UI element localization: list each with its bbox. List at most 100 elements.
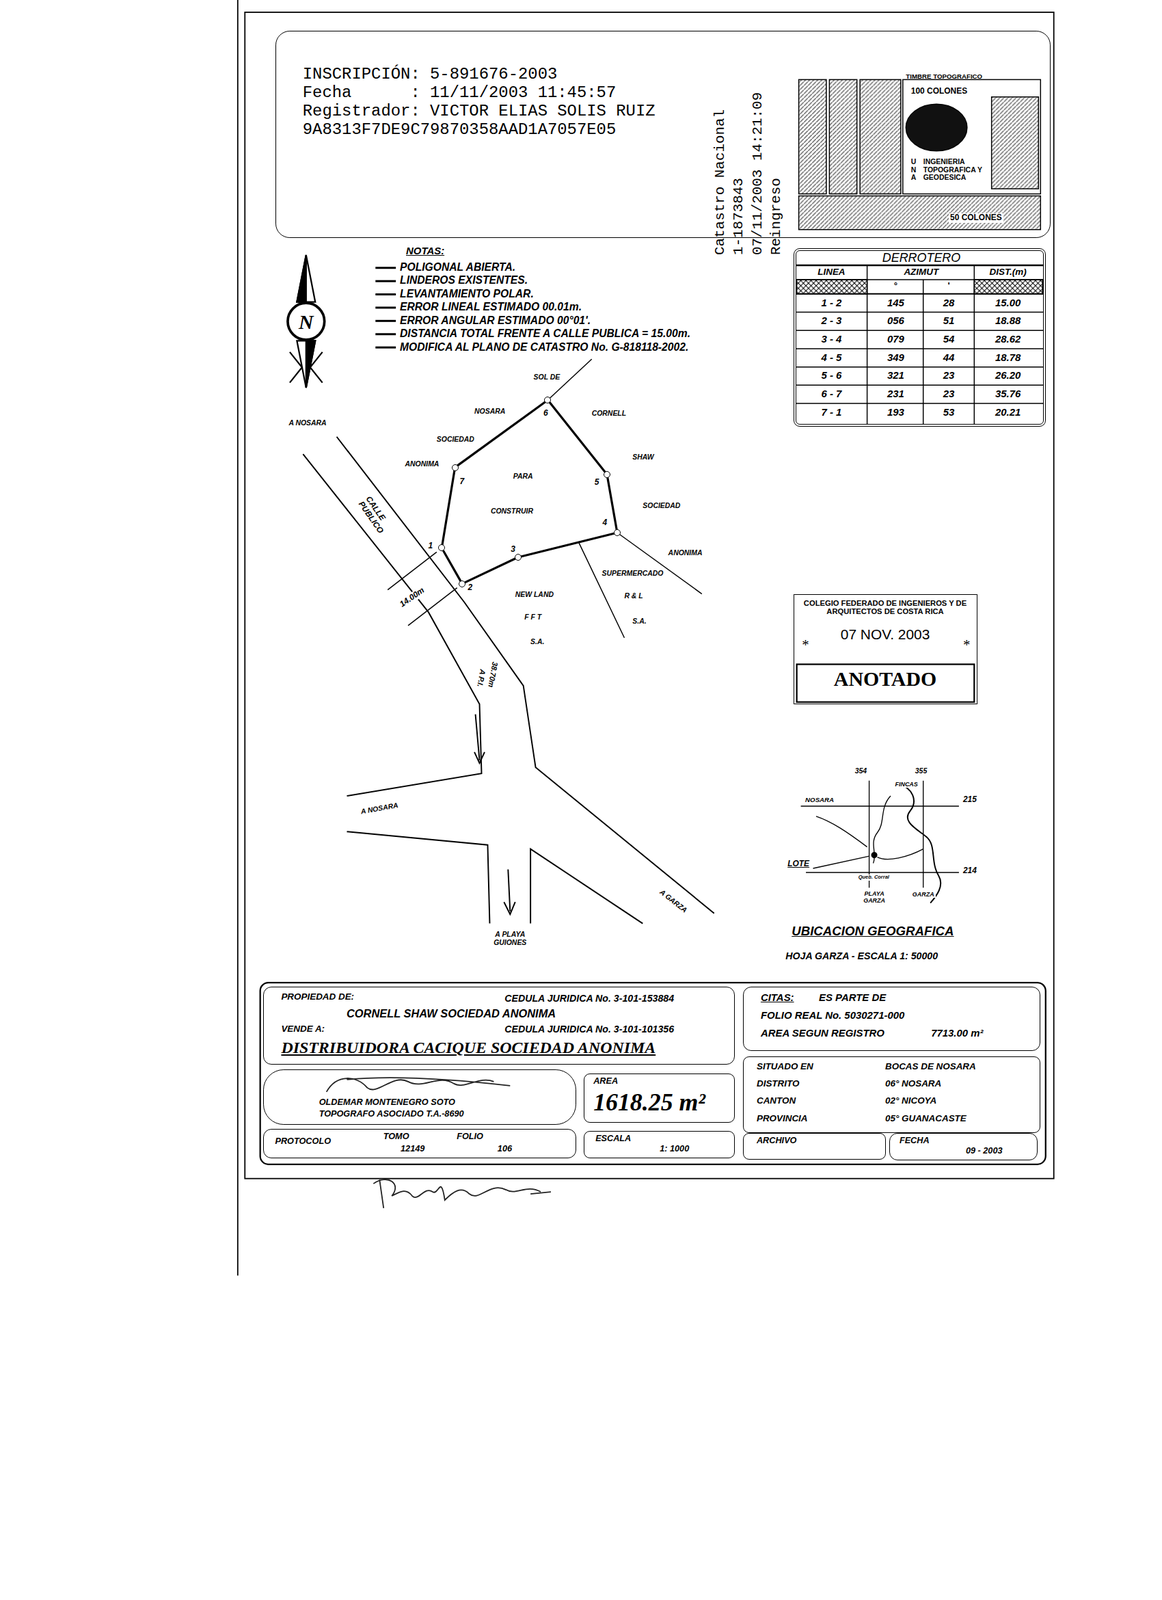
location-map-label: 355 bbox=[915, 766, 927, 776]
text-holder: OLDEMAR MONTENEGRO SOTO bbox=[319, 1097, 456, 1108]
text-holder: 53 bbox=[943, 406, 955, 418]
point-number: 5 bbox=[594, 477, 600, 488]
text-holder: FOLIO bbox=[456, 1131, 484, 1142]
text-holder: POLIGONAL ABIERTA. bbox=[399, 261, 516, 274]
tax-stamps bbox=[905, 103, 968, 152]
text-holder: A PLAYA GUIONES bbox=[484, 930, 536, 947]
table-cell: 056 bbox=[887, 314, 905, 327]
text-holder: DISTANCIA TOTAL FRENTE A CALLE PUBLICA =… bbox=[399, 327, 691, 340]
node-text: 12149 bbox=[400, 1143, 425, 1154]
area-box: AREA1618.25 m² bbox=[583, 1073, 735, 1123]
road-edge bbox=[347, 831, 491, 923]
node-text: TOPOGRAFO ASOCIADO T.A.-8690 bbox=[319, 1108, 465, 1119]
text-holder: CALLE PUBLICO bbox=[355, 493, 395, 539]
text-holder: 100 COLONES bbox=[911, 86, 968, 97]
text-holder: ES PARTE DE bbox=[818, 991, 886, 1003]
table-cell: 231 bbox=[887, 387, 905, 400]
text-holder: NOTAS: bbox=[406, 244, 445, 257]
node-text: 09 - 2003 bbox=[965, 1145, 1003, 1156]
note-dash bbox=[375, 306, 396, 309]
north-arrow bbox=[310, 352, 323, 383]
note-dash bbox=[375, 293, 396, 296]
signature-scribble bbox=[326, 1077, 551, 1208]
note-dash bbox=[375, 266, 396, 269]
table-cell: 15.00 bbox=[995, 296, 1021, 309]
text-holder: CORNELL SHAW SOCIEDAD ANONIMA bbox=[346, 1006, 556, 1020]
table-cell: 2 - 3 bbox=[820, 314, 842, 327]
note-text: LINDEROS EXISTENTES. bbox=[399, 274, 528, 287]
road-label: A NOSARA bbox=[358, 801, 400, 817]
owner-label: ANONIMA bbox=[668, 548, 703, 558]
text-holder: ° bbox=[894, 280, 898, 291]
text-holder: 35.76 bbox=[995, 387, 1021, 400]
text-holder: ANONIMA bbox=[668, 548, 703, 558]
node-text: Registrador: VICTOR ELIAS SOLIS RUIZ bbox=[302, 101, 656, 121]
node-text: DISTRITO bbox=[756, 1077, 800, 1089]
node-text: INSCRIPCIÓN: 5-891676-2003 bbox=[302, 64, 558, 84]
text-holder: N bbox=[298, 310, 314, 334]
registry-stamp-box: COLEGIO FEDERADO DE INGENIEROS Y DE ARQU… bbox=[793, 593, 978, 705]
text-holder: SHAW bbox=[632, 453, 654, 462]
text-holder: 354 bbox=[855, 766, 867, 776]
text-holder: ERROR LINEAL ESTIMADO 00.01m. bbox=[399, 300, 582, 314]
north-arrow bbox=[296, 254, 306, 303]
text-holder: 50 COLONES bbox=[948, 213, 1004, 223]
road-label: 14.00m bbox=[397, 584, 428, 610]
text-holder: 355 bbox=[915, 766, 927, 776]
table-cell: DIST.(m) bbox=[989, 266, 1027, 277]
text-holder: TOMO bbox=[383, 1131, 410, 1142]
text-holder: DISTRIBUIDORA CACIQUE SOCIEDAD ANONIMA bbox=[280, 1038, 656, 1057]
owner-label: S.A. bbox=[632, 617, 646, 626]
location-map bbox=[816, 816, 868, 847]
owner-label: CORNELL bbox=[591, 409, 627, 418]
survey-point: 3 bbox=[514, 553, 522, 561]
node-text: 1: 1000 bbox=[659, 1143, 689, 1154]
text-holder: AREA bbox=[593, 1075, 618, 1087]
table-grid bbox=[796, 279, 868, 294]
table-grid bbox=[922, 279, 924, 425]
text-holder: ANONIMA bbox=[405, 460, 440, 469]
table-cell: 35.76 bbox=[995, 387, 1021, 400]
node-text: 06° NOSARA bbox=[885, 1077, 942, 1089]
star-mark: * bbox=[963, 636, 970, 653]
node-text: DISTRIBUIDORA CACIQUE SOCIEDAD ANONIMA bbox=[280, 1038, 656, 1057]
title-block-frame bbox=[260, 982, 1046, 1165]
text-holder: BOCAS DE NOSARA bbox=[885, 1060, 977, 1072]
table-cell: 1 - 2 bbox=[820, 296, 842, 309]
text-holder: 54 bbox=[943, 332, 955, 345]
location-map bbox=[871, 852, 877, 858]
node-text: DERROTERO bbox=[882, 250, 961, 266]
location-map bbox=[897, 783, 941, 903]
table-cell: 28 bbox=[943, 296, 955, 309]
text-holder: MODIFICA AL PLANO DE CATASTRO No. G-8181… bbox=[399, 341, 689, 354]
text-holder: 056 bbox=[887, 314, 905, 327]
boundary-line bbox=[617, 532, 702, 594]
signature-scribble bbox=[373, 1179, 551, 1208]
location-map bbox=[813, 855, 870, 869]
owner-label: NOSARA bbox=[474, 407, 506, 416]
text-holder: LEVANTAMIENTO POLAR. bbox=[399, 287, 534, 301]
location-box: SITUADO ENBOCAS DE NOSARADISTRITO06° NOS… bbox=[742, 1056, 1042, 1133]
road-edge bbox=[503, 868, 515, 914]
text-holder: 1-1873843 bbox=[730, 177, 748, 255]
text-holder: S.A. bbox=[632, 617, 646, 626]
text-holder: Registrador: VICTOR ELIAS SOLIS RUIZ bbox=[302, 101, 656, 121]
sheet-frame bbox=[237, 0, 1055, 1275]
text-holder: 07 NOV. 2003 bbox=[840, 626, 930, 643]
note-dash bbox=[375, 267, 396, 348]
text-holder: 5 - 6 bbox=[820, 369, 842, 381]
location-map-label: 215 bbox=[963, 794, 977, 805]
location-map-label: HOJA GARZA - ESCALA 1: 50000 bbox=[785, 950, 938, 962]
location-map-label: GARZA bbox=[911, 890, 936, 898]
text-holder: 079 bbox=[887, 332, 905, 345]
text-holder: 02° NICOYA bbox=[885, 1095, 937, 1106]
text-holder: * bbox=[963, 636, 970, 653]
text-holder: HOJA GARZA - ESCALA 1: 50000 bbox=[785, 950, 938, 962]
survey-point: 4 bbox=[613, 529, 621, 536]
node-text: CEDULA JURIDICA No. 3-101-101356 bbox=[504, 1023, 674, 1035]
text-holder: AZIMUT bbox=[903, 266, 939, 277]
node-text: 07 NOV. 2003 bbox=[840, 626, 930, 643]
boundary-segment bbox=[607, 477, 617, 530]
